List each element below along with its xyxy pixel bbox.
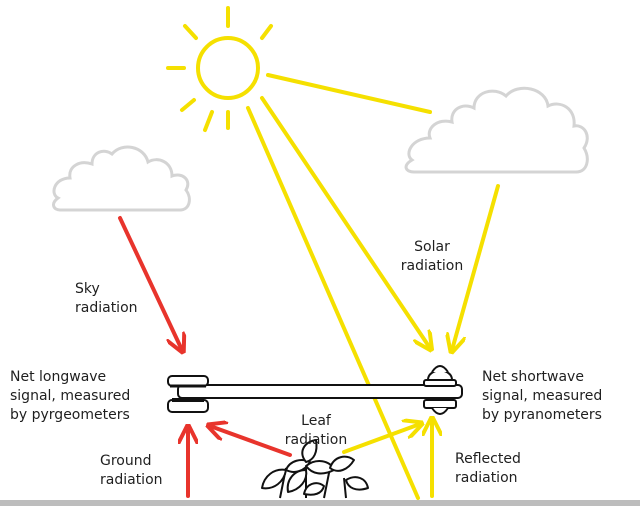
label-line: by pyrgeometers [10, 407, 130, 423]
net-shortwave-label: Net shortwave signal, measured by pyrano… [482, 368, 602, 425]
label-line: Net longwave [10, 369, 107, 385]
label-line: Solar [414, 239, 450, 255]
pyrgeometer-icon [167, 375, 209, 413]
label-line: radiation [100, 472, 163, 488]
leaf-radiation-label: Leaf radiation [278, 412, 354, 450]
label-line: signal, measured [482, 388, 603, 404]
label-line: Ground [100, 453, 152, 469]
label-line: radiation [455, 470, 518, 486]
label-line: by pyranometers [482, 407, 602, 423]
ground-radiation-label: Ground radiation [100, 452, 163, 490]
cloud-icon [52, 145, 191, 212]
longwave-arrows [118, 216, 292, 498]
solar-radiation-label: Solar radiation [392, 238, 472, 276]
label-line: radiation [400, 258, 464, 274]
label-line: Reflected [455, 451, 521, 467]
label-line: Leaf [301, 413, 331, 429]
sun-icon [166, 6, 273, 132]
label-line: radiation [284, 432, 348, 448]
plant-icon [261, 439, 369, 499]
label-line: signal, measured [10, 388, 131, 404]
cloud-icon [404, 86, 589, 174]
reflected-radiation-label: Reflected radiation [455, 450, 521, 488]
label-line: Net shortwave [482, 369, 584, 385]
label-line: radiation [75, 300, 138, 316]
sky-radiation-label: Sky radiation [75, 280, 138, 318]
label-line: Sky [75, 281, 100, 297]
pyranometer-icon [423, 365, 457, 415]
instrument-bar [177, 384, 463, 399]
net-longwave-label: Net longwave signal, measured by pyrgeom… [10, 368, 130, 425]
solar-rays [246, 73, 500, 500]
